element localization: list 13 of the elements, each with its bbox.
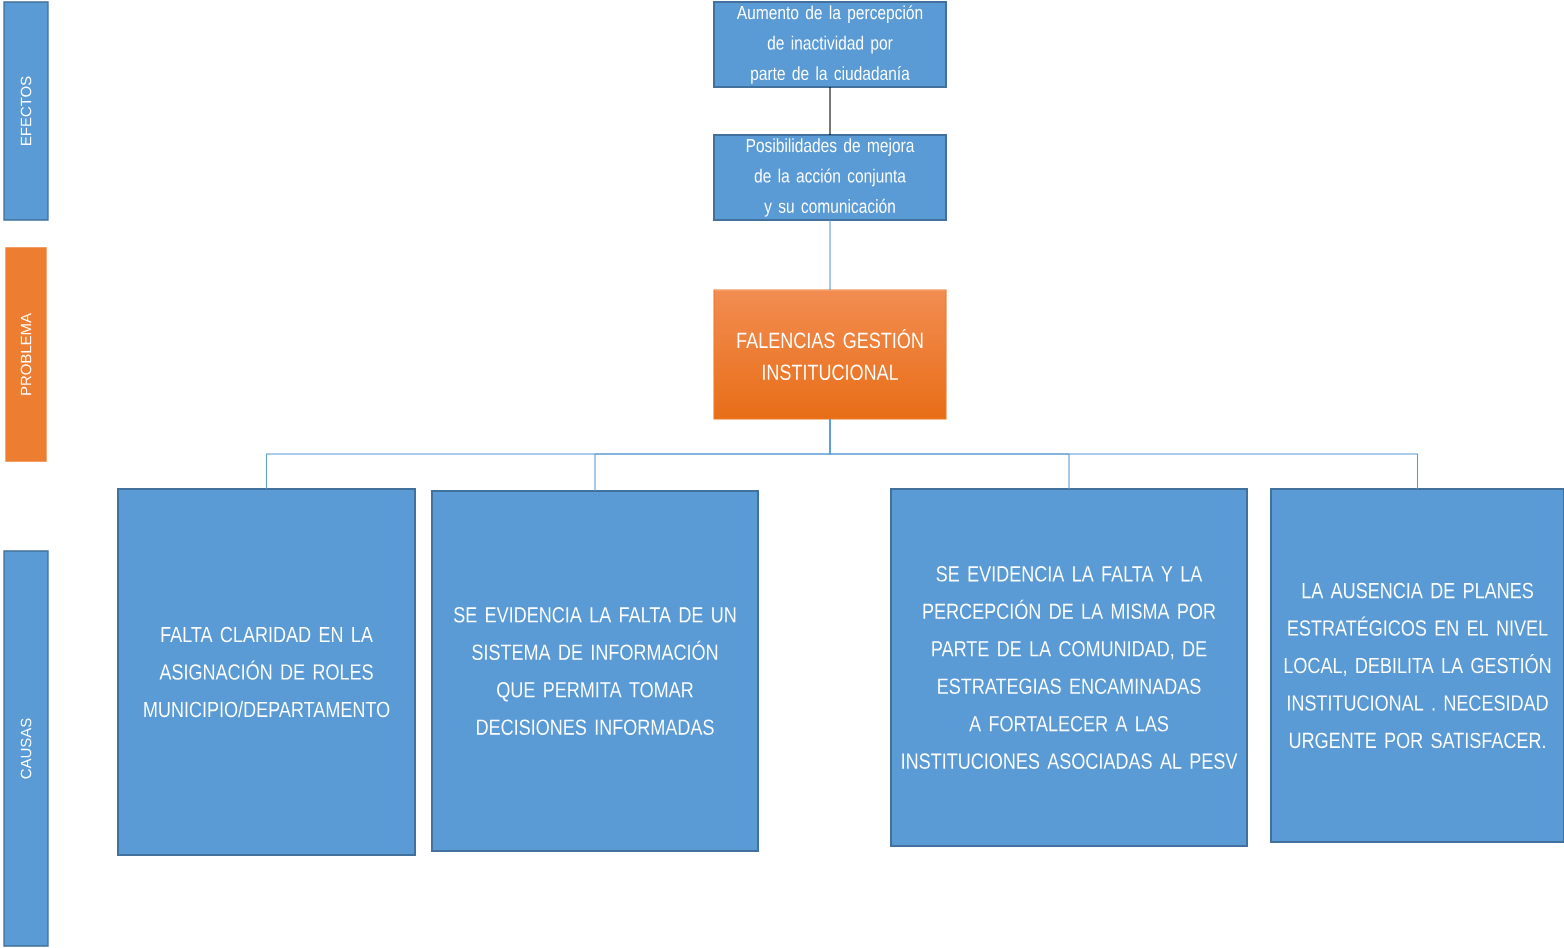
process-box: Posibilidades de mejora de la acción conjunta y su comunicación (713, 134, 947, 221)
process-box: Aumento de la percepción de inactividad por parte de la ciudadanía (713, 1, 947, 88)
section-band: CAUSAS (3, 550, 49, 947)
section-band: EFECTOS (3, 1, 49, 221)
process-box: SE EVIDENCIA LA FALTA DE UN SISTEMA DE INFORMACIÓN QUE PERMITA TOMAR DECISIONES INFORMADAS (431, 490, 759, 852)
connector-line (829, 418, 1419, 490)
process-box: SE EVIDENCIA LA FALTA Y LA PERCEPCIÓN DE LA MISMA POR PARTE DE LA COMUNIDAD, DE ESTRATEGIAS ENCAMINADAS A FORTALECER A LAS INSTITUCIONES ASOCIADAS AL PESV (890, 488, 1248, 847)
connector-line (829, 86, 831, 136)
process-box: LA AUSENCIA DE PLANES ESTRATÉGICOS EN EL NIVEL LOCAL, DEBILITA LA GESTIÓN INSTITUCIONAL . NECESIDAD URGENTE POR SATISFACER. (1270, 488, 1564, 843)
connector-line (829, 219, 831, 291)
problem-box: FALENCIAS GESTIÓN INSTITUCIONAL (713, 289, 947, 420)
process-box: FALTA CLARIDAD EN LA ASIGNACIÓN DE ROLES MUNICIPIO/DEPARTAMENTO (117, 488, 416, 856)
section-band: PROBLEMA (5, 247, 47, 462)
